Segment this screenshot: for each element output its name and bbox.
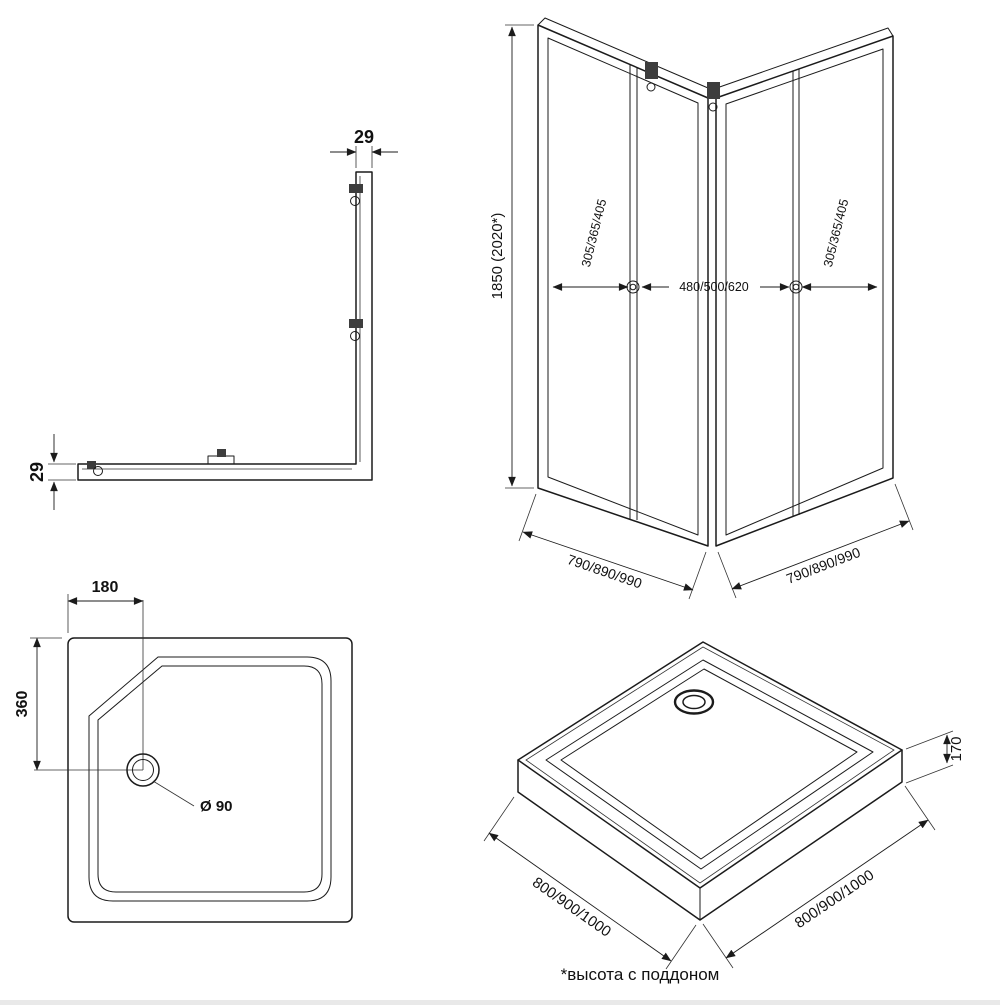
- bottom-left-width-dimension: 790/890/990: [518, 493, 707, 600]
- profile-width-dimension-side: 29: [27, 434, 76, 510]
- dim-door-opening: 480/500/620: [679, 280, 749, 294]
- dim-drain-offset-y: 360: [14, 691, 31, 718]
- tray-skirt: [517, 749, 903, 921]
- top-rail-rollers: [645, 62, 720, 112]
- dim-bottom-right-width: 790/890/990: [784, 544, 863, 587]
- right-panel-width-dimension: 305/365/405: [801, 198, 878, 291]
- dim-bottom-left-width: 790/890/990: [565, 551, 644, 592]
- tray-rim-inner: [97, 665, 323, 893]
- enclosure-front-view: 1850 (2020*) 305/365/405 480/500/620 305…: [489, 17, 914, 600]
- tray-plan-view: Ø 90 180 360: [14, 579, 353, 923]
- left-panel-width-dimension: 305/365/405: [552, 198, 629, 291]
- center-construction-lines: [34, 600, 144, 771]
- tray-rim-iso-outer: [545, 659, 874, 870]
- tray-rim-outer: [88, 656, 332, 902]
- dim-profile-width-top: 29: [354, 127, 374, 147]
- dim-tray-width-right: 800/900/1000: [792, 867, 878, 932]
- dim-profile-width-side: 29: [27, 462, 47, 482]
- dim-tray-height: 170: [948, 736, 965, 761]
- dim-tray-width-left: 800/900/1000: [529, 874, 614, 941]
- dim-left-panel-width: 305/365/405: [579, 198, 609, 269]
- footnote-height-with-tray: *высота с поддоном: [561, 965, 720, 984]
- dim-drain-diameter: Ø 90: [200, 798, 233, 815]
- roller-carriage-top: [349, 184, 363, 206]
- drain-offset-x-dimension: 180: [67, 579, 144, 633]
- dim-enclosure-height: 1850 (2020*): [489, 213, 506, 300]
- drain-offset-y-dimension: 360: [14, 637, 62, 771]
- roller-carriage-left: [87, 461, 103, 476]
- bottom-right-width-dimension: 790/890/990: [717, 483, 914, 599]
- right-door-handle-icon: [789, 280, 803, 294]
- drain-iso: [673, 689, 715, 715]
- drain-plan: Ø 90: [126, 753, 233, 815]
- tray-top-face: [517, 641, 903, 889]
- height-dimension: 1850 (2020*): [489, 24, 534, 489]
- tray-height-dimension: 170: [905, 730, 965, 784]
- corner-profile-top-view: 29 29: [27, 127, 398, 510]
- tray-iso-view: 170 800/900/1000 800/900/1000: [483, 641, 965, 970]
- dim-drain-offset-x: 180: [92, 579, 119, 596]
- tray-outer-edge: [67, 637, 353, 923]
- door-opening-dimension: 480/500/620: [641, 280, 790, 294]
- roller-carriage-middle: [349, 319, 363, 341]
- tray-rim-iso-inner: [560, 668, 858, 860]
- profile-outline: [77, 171, 373, 481]
- left-door-divider: [629, 64, 638, 520]
- door-bracket: [207, 449, 235, 465]
- profile-width-dimension-top: 29: [330, 127, 398, 168]
- tray-width-right-dimension: 800/900/1000: [702, 785, 936, 969]
- tray-width-left-dimension: 800/900/1000: [483, 796, 697, 970]
- dim-right-panel-width: 305/365/405: [821, 198, 851, 269]
